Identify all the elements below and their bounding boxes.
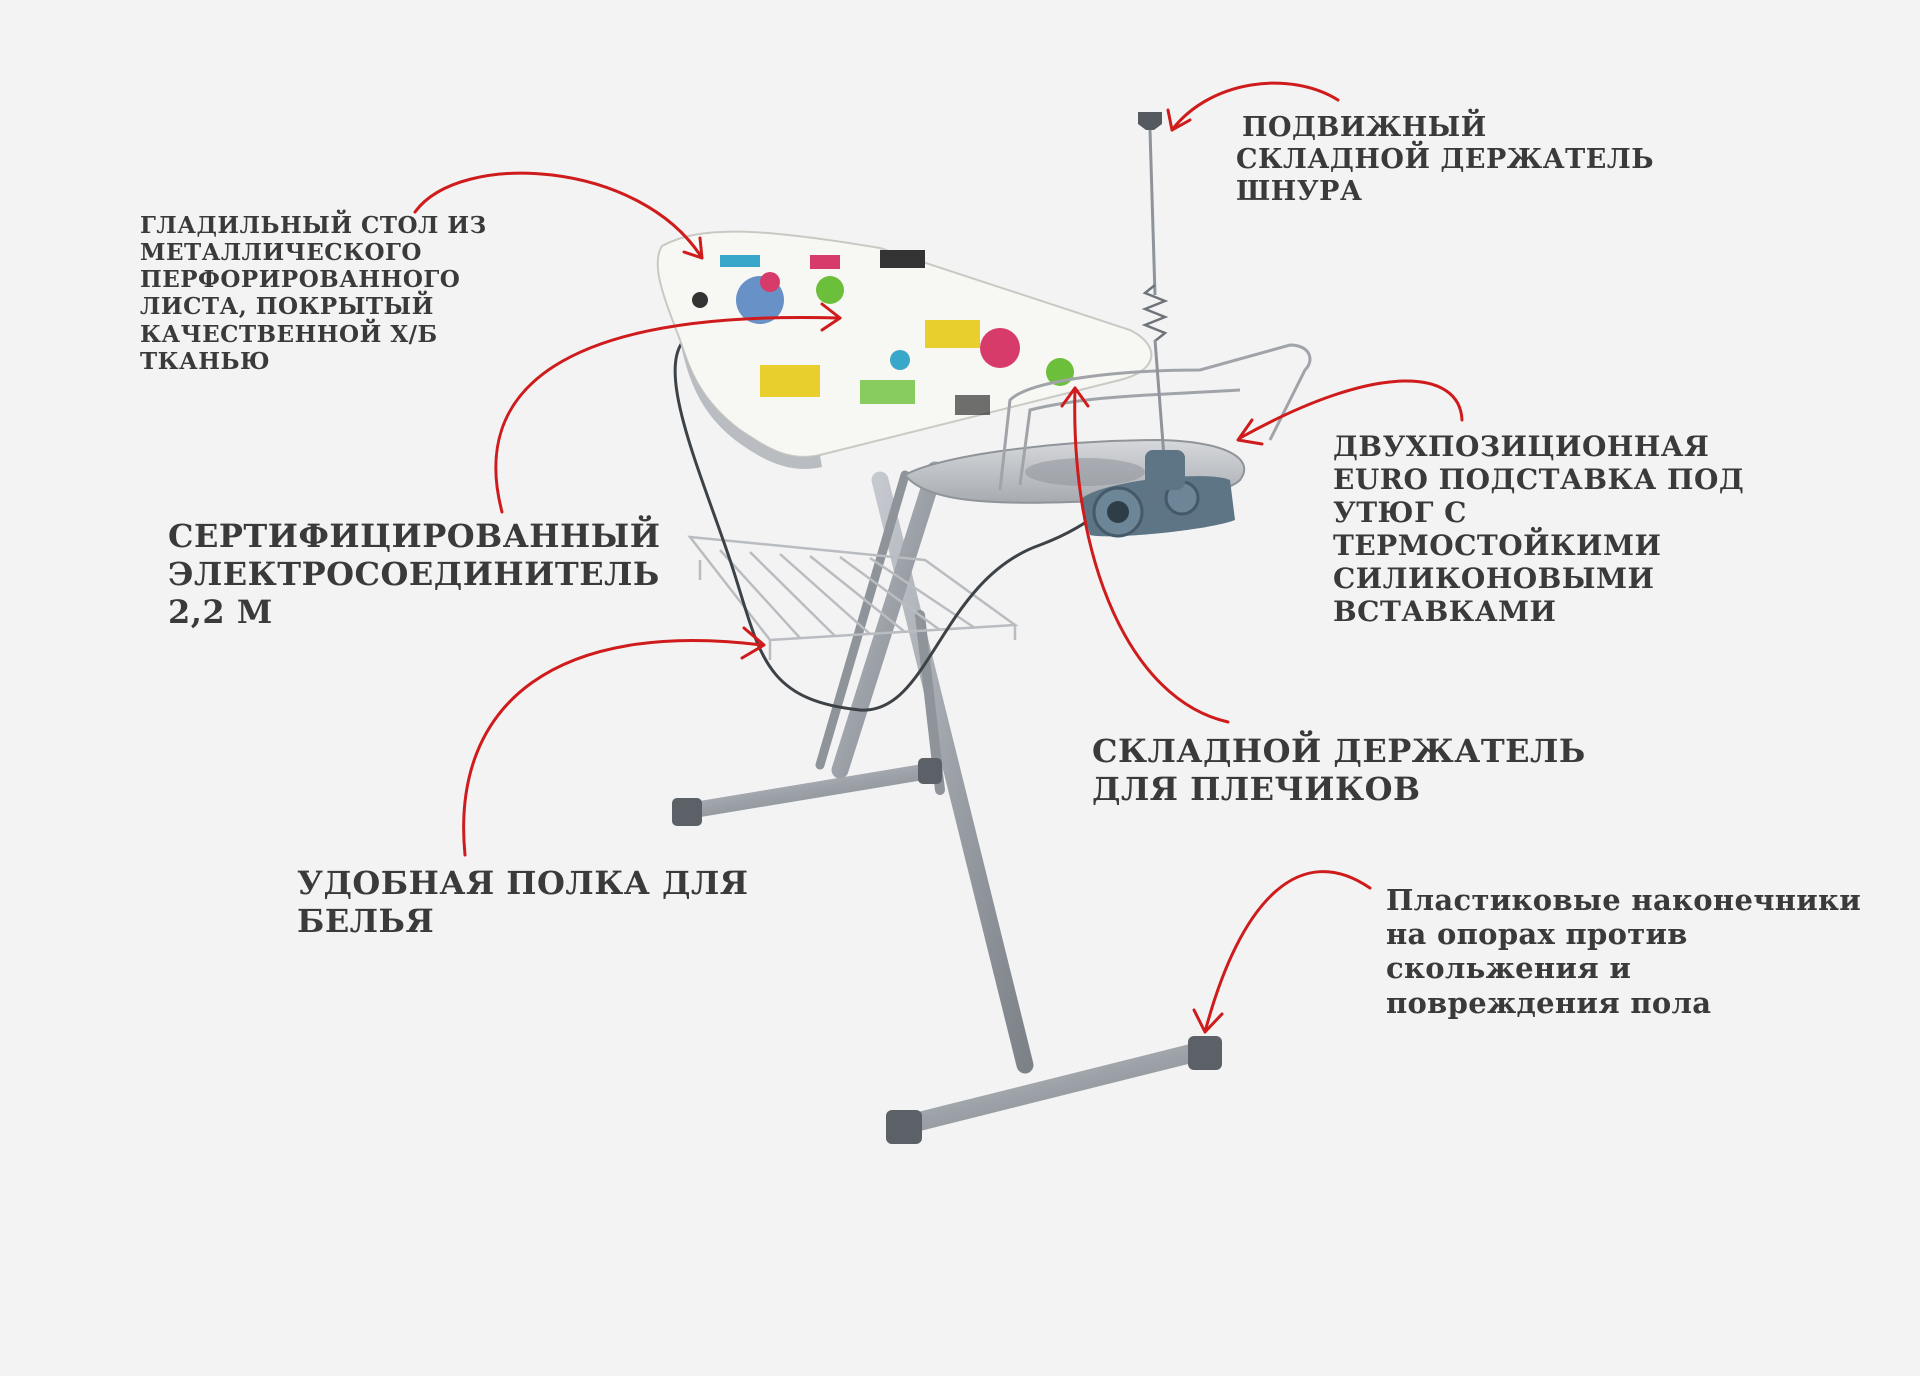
callout-foot-tips-line: скольжения и: [1386, 951, 1632, 986]
callout-iron-rest-line: УТЮГ С: [1333, 496, 1467, 530]
cord-holder-rod: [1138, 112, 1169, 471]
arrow-board-head: [682, 236, 704, 260]
callout-foot-tips-line: повреждения пола: [1386, 985, 1712, 1020]
arrow-hanger-head: [1060, 386, 1090, 408]
callout-cord-holder-line: СКЛАДНОЙ ДЕРЖАТЕЛЬ: [1236, 143, 1654, 175]
arrow-shelf-icon: [462, 639, 764, 857]
board-top: [656, 230, 1153, 469]
arrow-euro-head: [1236, 418, 1264, 446]
callout-linen-shelf: УДОБНАЯ ПОЛКА ДЛЯ БЕЛЬЯ: [297, 864, 749, 941]
callout-arrows: [413, 81, 1464, 1034]
callout-linen-shelf-line: БЕЛЬЯ: [297, 901, 435, 940]
callout-cord-holder: ПОДВИЖНЫЙ СКЛАДНОЙ ДЕРЖАТЕЛЬ ШНУРА: [1236, 112, 1654, 208]
callout-foot-tips: Пластиковые наконечники на опорах против…: [1386, 883, 1861, 1020]
socket-icon: [1080, 450, 1235, 538]
arrow-board-connector-icon: [494, 315, 842, 514]
callout-board-line: КАЧЕСТВЕННОЙ Х/Б: [140, 320, 438, 348]
callout-iron-rest-line: ВСТАВКАМИ: [1333, 595, 1557, 629]
ironing-board-image: [656, 112, 1312, 1144]
callout-board-line: ПЕРФОРИРОВАННОГО: [140, 266, 461, 294]
callout-connector-line: СЕРТИФИЦИРОВАННЫЙ: [168, 517, 661, 555]
arrow-tips-head: [1192, 1008, 1224, 1034]
arrow-euro-icon: [1238, 379, 1464, 440]
callout-cord-holder-line: ШНУРА: [1236, 175, 1363, 207]
callout-connector-line: 2,2 М: [168, 592, 273, 631]
callout-iron-rest-line: ДВУХПОЗИЦИОННАЯ: [1333, 430, 1710, 463]
power-cord: [673, 333, 1111, 712]
arrow-shelf-head: [740, 626, 766, 660]
callout-iron-rest-line: СИЛИКОНОВЫМИ: [1333, 562, 1655, 596]
arrow-hanger-icon: [1073, 386, 1230, 724]
arrow-tips-icon: [1203, 870, 1372, 1034]
callout-iron-rest-line: EURO ПОДСТАВКА ПОД: [1333, 463, 1745, 497]
arrow-cord-holder-icon: [1170, 81, 1340, 132]
arrow-board-icon: [413, 171, 704, 260]
callout-hanger-holder: СКЛАДНОЙ ДЕРЖАТЕЛЬ ДЛЯ ПЛЕЧИКОВ: [1092, 732, 1586, 809]
callout-foot-tips-line: на опорах против: [1386, 917, 1688, 952]
callout-hanger-holder-line: ДЛЯ ПЛЕЧИКОВ: [1092, 769, 1421, 808]
arrow-connector-head: [820, 302, 842, 332]
callout-iron-rest: ДВУХПОЗИЦИОННАЯ EURO ПОДСТАВКА ПОД УТЮГ …: [1333, 430, 1744, 628]
callout-board: ГЛАДИЛЬНЫЙ СТОЛ ИЗ МЕТАЛЛИЧЕСКОГО ПЕРФОР…: [140, 212, 487, 375]
callout-hanger-holder-line: СКЛАДНОЙ ДЕРЖАТЕЛЬ: [1092, 732, 1586, 770]
callout-board-line: МЕТАЛЛИЧЕСКОГО: [140, 239, 422, 267]
callout-board-line: ТКАНЬЮ: [140, 347, 271, 375]
callout-connector-line: ЭЛЕКТРОСОЕДИНИТЕЛЬ: [168, 554, 660, 593]
callout-board-line: ГЛАДИЛЬНЫЙ СТОЛ ИЗ: [140, 212, 487, 239]
callout-connector: СЕРТИФИЦИРОВАННЫЙ ЭЛЕКТРОСОЕДИНИТЕЛЬ 2,2…: [168, 517, 661, 631]
arrow-cord-holder-head: [1166, 108, 1192, 132]
callout-iron-rest-line: ТЕРМОСТОЙКИМИ: [1333, 529, 1662, 563]
callout-cord-holder-line: ПОДВИЖНЫЙ: [1242, 112, 1487, 143]
callout-board-line: ЛИСТА, ПОКРЫТЫЙ: [140, 293, 434, 321]
callout-foot-tips-line: Пластиковые наконечники: [1386, 883, 1862, 917]
callout-linen-shelf-line: УДОБНАЯ ПОЛКА ДЛЯ: [297, 864, 749, 902]
board-legs: [672, 461, 1222, 1144]
